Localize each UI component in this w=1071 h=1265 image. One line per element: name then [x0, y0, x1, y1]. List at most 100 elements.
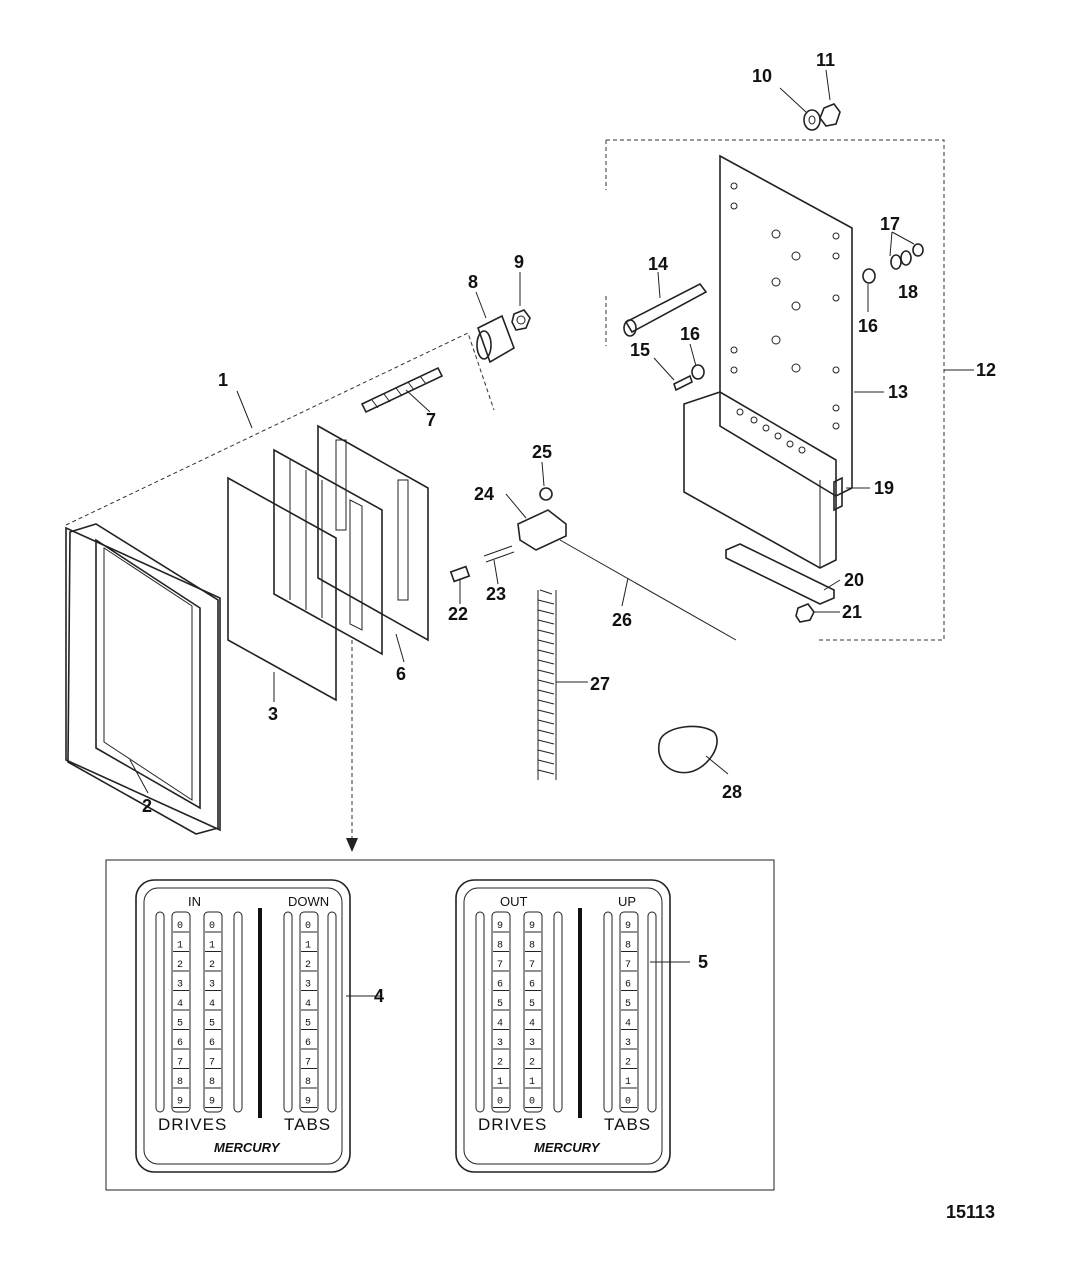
detail-arrow — [346, 640, 358, 852]
panel4-slot-3 — [233, 911, 243, 1113]
callout-17: 17 — [880, 214, 900, 234]
panel4-bottom-right: TABS — [284, 1115, 331, 1134]
panel5-digit: 5 — [625, 999, 631, 1010]
washer-16a — [691, 364, 705, 380]
panel5-digit: 2 — [625, 1058, 631, 1069]
callout-26: 26 — [612, 610, 632, 630]
panel4-digit: 4 — [305, 999, 311, 1010]
lens-plate — [227, 476, 337, 702]
panel4-digit: 9 — [177, 1097, 183, 1108]
callout-13: 13 — [888, 382, 908, 402]
panel5-slot-2 — [523, 911, 543, 1113]
panel4-digit: 0 — [177, 921, 183, 932]
washer-16b — [862, 268, 876, 284]
panel4-digit: 5 — [177, 1019, 183, 1030]
panel5-slot-1 — [491, 911, 511, 1113]
callout-16b: 16 — [858, 316, 878, 336]
panel5-digit: 0 — [497, 1097, 503, 1108]
panel4-digit: 7 — [177, 1058, 183, 1069]
panel5-digit: 6 — [497, 980, 503, 991]
panel5-slot-5 — [619, 911, 639, 1113]
callout-7: 7 — [426, 410, 436, 430]
panel5-digit: 1 — [625, 1077, 631, 1088]
panel5-top-left: OUT — [500, 894, 528, 909]
panel5-logo: MERCURY — [534, 1140, 601, 1155]
panel5-digit: 8 — [529, 941, 535, 952]
panel5-digit: 9 — [529, 921, 535, 932]
panel5-digit: 6 — [625, 980, 631, 991]
panel5-digit: 8 — [497, 941, 503, 952]
panel4-digit: 2 — [177, 960, 183, 971]
callout-2: 2 — [142, 796, 152, 816]
callout-19: 19 — [874, 478, 894, 498]
panel4-digit: 2 — [209, 960, 215, 971]
control-knob — [657, 725, 718, 774]
callout-3: 3 — [268, 704, 278, 724]
panel4-slot-5 — [299, 911, 319, 1113]
panel4-digit: 0 — [305, 921, 311, 932]
callout-10: 10 — [752, 66, 772, 86]
panel5-digit: 4 — [497, 1019, 503, 1030]
panel4-top-left: IN — [188, 894, 201, 909]
panel4-digit: 7 — [305, 1058, 311, 1069]
callout-labels: 1 2 3 4 5 6 7 8 9 10 11 12 13 14 15 16 1… — [142, 50, 996, 1222]
callout-14: 14 — [648, 254, 668, 274]
panel5-digit: 0 — [625, 1097, 631, 1108]
callout-4: 4 — [374, 986, 384, 1006]
callout-1: 1 — [218, 370, 228, 390]
callout-23: 23 — [486, 584, 506, 604]
callout-24: 24 — [474, 484, 494, 504]
panel4-digit: 3 — [177, 980, 183, 991]
panel4-bottom-left: DRIVES — [158, 1115, 227, 1134]
panel4-digit: 6 — [209, 1038, 215, 1049]
panel5-slot-4 — [603, 911, 613, 1113]
panel5-bottom-left: DRIVES — [478, 1115, 547, 1134]
pointer-assembly — [449, 487, 737, 641]
panel4-digit: 6 — [305, 1038, 311, 1049]
panel5-digit: 3 — [497, 1038, 503, 1049]
panel5-digit: 9 — [497, 921, 503, 932]
callout-16a: 16 — [680, 324, 700, 344]
panel4-digit: 0 — [209, 921, 215, 932]
callout-27: 27 — [590, 674, 610, 694]
nut-21 — [795, 603, 815, 623]
panel4-digit: 4 — [209, 999, 215, 1010]
threaded-rod — [360, 366, 444, 414]
panel4-digit: 1 — [177, 941, 183, 952]
panel4-digit: 9 — [305, 1097, 311, 1108]
panel5-slot-3 — [553, 911, 563, 1113]
screw-15 — [673, 374, 693, 392]
bezel-frame — [65, 523, 221, 835]
panel5-digit: 3 — [529, 1038, 535, 1049]
panel5-digit: 2 — [497, 1058, 503, 1069]
panel5-slot-6 — [647, 911, 657, 1113]
panel4-slot-4 — [283, 911, 293, 1113]
spring — [537, 589, 557, 780]
panel5-digit: 7 — [497, 960, 503, 971]
washer-10 — [803, 109, 821, 131]
callout-20: 20 — [844, 570, 864, 590]
panel5-digit: 7 — [529, 960, 535, 971]
panel5-digit: 7 — [625, 960, 631, 971]
panel5-digit: 5 — [529, 999, 535, 1010]
panel5-digit: 5 — [497, 999, 503, 1010]
callout-28: 28 — [722, 782, 742, 802]
scale-insert — [273, 448, 383, 656]
panel5-top-right: UP — [618, 894, 636, 909]
panel4-slot-6 — [327, 911, 337, 1113]
panel4-digit: 9 — [209, 1097, 215, 1108]
leader-lines — [129, 69, 974, 997]
panel5-digit: 2 — [529, 1058, 535, 1069]
stud-14 — [623, 282, 708, 337]
panel4-digit: 3 — [305, 980, 311, 991]
callout-22: 22 — [448, 604, 468, 624]
panel4-digit: 3 — [209, 980, 215, 991]
panel4-digit: 4 — [177, 999, 183, 1010]
callout-8: 8 — [468, 272, 478, 292]
panel4-digit: 2 — [305, 960, 311, 971]
panel5-slot-0 — [475, 911, 485, 1113]
panel5-digit: 0 — [529, 1097, 535, 1108]
callout-21: 21 — [842, 602, 862, 622]
